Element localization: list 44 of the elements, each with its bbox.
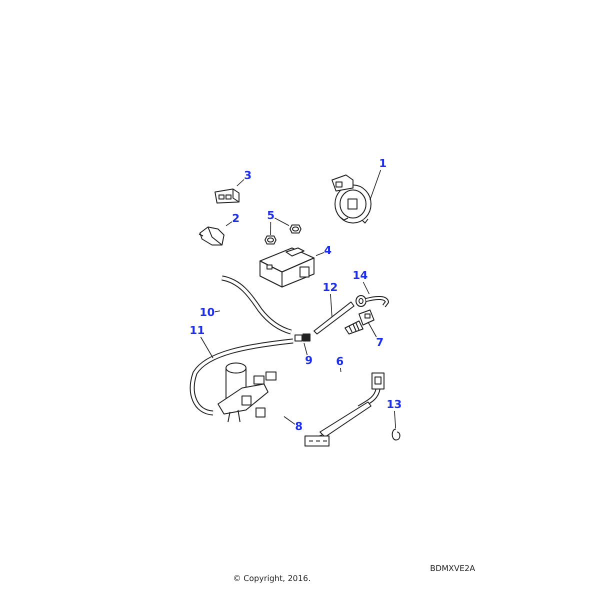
leader-line — [200, 336, 214, 358]
sensor-drawing — [343, 308, 375, 335]
leader-line — [362, 282, 370, 294]
callout-number: 3 — [244, 170, 252, 182]
drawing-code: BDMXVE2A — [430, 564, 476, 573]
leader-line — [368, 322, 377, 338]
switch-drawing — [198, 225, 226, 246]
module-box-drawing — [258, 245, 316, 289]
leader-line — [270, 222, 272, 236]
leader-line — [214, 310, 220, 312]
switch-drawing — [213, 186, 241, 204]
hose-drawing — [312, 299, 355, 335]
hose-drawing — [220, 275, 293, 335]
clip-drawing — [390, 428, 402, 441]
nut-drawing — [289, 224, 302, 234]
leader-line — [284, 416, 296, 425]
callout-number: 8 — [295, 421, 303, 433]
callout-number: 1 — [379, 158, 387, 170]
grommet-drawing — [355, 294, 390, 307]
callout-number: 2 — [232, 213, 240, 225]
callout-number: 6 — [336, 356, 344, 368]
callout-number: 7 — [376, 337, 384, 349]
nut-drawing — [264, 235, 277, 245]
leader-line — [330, 294, 332, 318]
leader-line — [304, 342, 308, 356]
connector-drawing — [294, 332, 311, 343]
leader-line — [226, 221, 232, 226]
callout-number: 9 — [305, 355, 313, 367]
leader-line — [394, 410, 396, 428]
leader-line — [316, 252, 324, 256]
leader-line — [274, 218, 290, 226]
harness-drawing — [304, 372, 386, 447]
leader-line — [236, 179, 244, 186]
callout-number: 13 — [386, 399, 402, 411]
callout-number: 14 — [352, 270, 368, 282]
leader-line — [340, 368, 342, 372]
callout-number: 10 — [200, 307, 215, 319]
callout-number: 12 — [322, 282, 338, 294]
copyright-notice: © Copyright, 2016. — [233, 574, 311, 583]
callout-number: 11 — [190, 325, 205, 337]
leader-line — [370, 170, 382, 200]
callout-number: 4 — [324, 245, 332, 257]
hose-drawing — [187, 338, 295, 418]
callout-number: 5 — [267, 210, 275, 222]
